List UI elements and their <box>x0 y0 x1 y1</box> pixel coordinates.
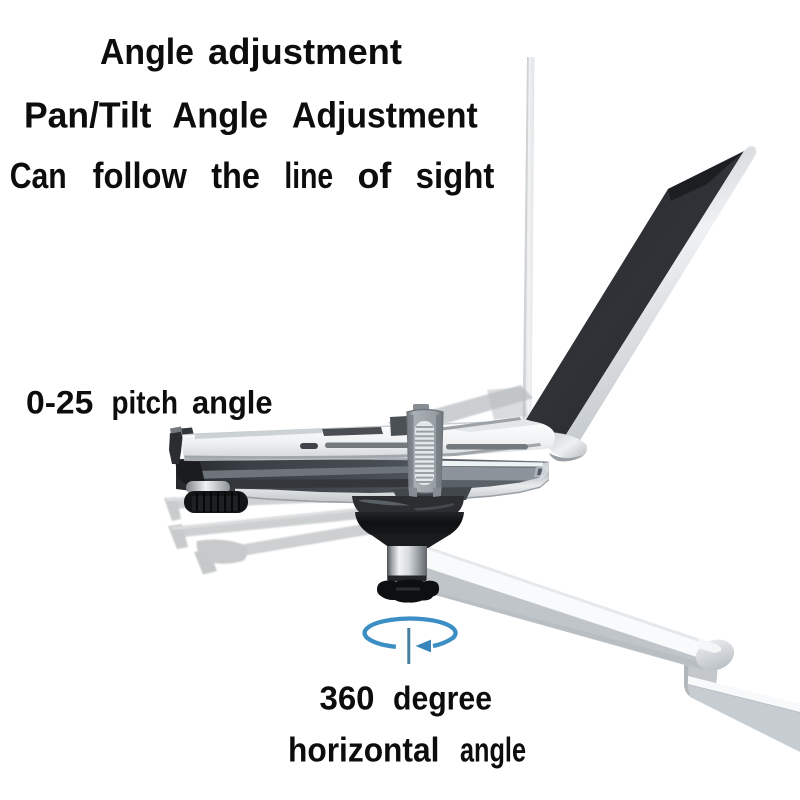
svg-text:Angle: Angle <box>172 96 268 136</box>
svg-text:sight: sight <box>416 155 495 196</box>
svg-text:Angle: Angle <box>100 32 194 72</box>
svg-text:the: the <box>211 155 260 196</box>
svg-text:0-25: 0-25 <box>26 385 93 421</box>
svg-text:angle: angle <box>460 732 526 770</box>
svg-text:angle: angle <box>192 385 273 421</box>
svg-text:Adjustment: Adjustment <box>292 96 478 136</box>
svg-text:360: 360 <box>320 680 375 717</box>
svg-text:Pan/Tilt: Pan/Tilt <box>24 96 152 136</box>
svg-text:horizontal: horizontal <box>288 732 439 770</box>
svg-text:adjustment: adjustment <box>208 32 402 72</box>
svg-text:Can: Can <box>10 155 67 196</box>
svg-text:of: of <box>358 155 393 196</box>
svg-text:pitch: pitch <box>112 385 179 421</box>
svg-text:degree: degree <box>393 680 492 717</box>
svg-text:line: line <box>284 155 333 196</box>
svg-text:follow: follow <box>93 155 188 196</box>
